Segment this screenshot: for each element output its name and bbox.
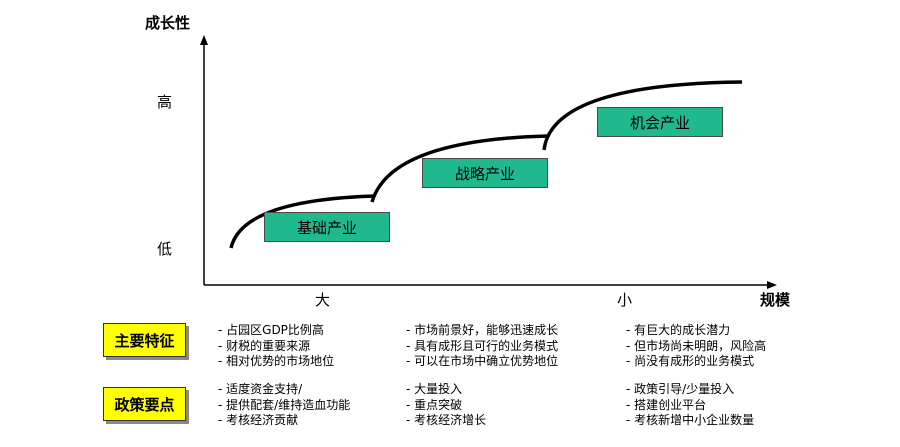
list-item: - 市场前景好，能够迅速成长 xyxy=(406,323,559,337)
row-label-features: 主要特征 xyxy=(103,323,186,357)
list-item: - 相对优势的市场地位 xyxy=(218,354,335,368)
list-item: - 考核新增中小企业数量 xyxy=(626,413,755,427)
x-small-label: 小 xyxy=(617,291,633,309)
curve-basic xyxy=(229,194,376,249)
list-item: - 大量投入 xyxy=(406,382,463,396)
box-strategic-industry: 战略产业 xyxy=(422,158,548,188)
x-axis xyxy=(204,281,777,289)
features-col-basic: - 占园区GDP比例高 - 财税的重要来源 - 相对优势的市场地位 xyxy=(218,323,334,370)
curve-opportunity xyxy=(542,80,743,151)
row-label-policy: 政策要点 xyxy=(103,387,186,421)
y-axis-title: 成长性 xyxy=(145,14,191,32)
list-item: - 财税的重要来源 xyxy=(218,338,311,353)
features-col-strategic: - 市场前景好，能够迅速成长 - 具有成形且可行的业务模式 - 可以在市场中确立… xyxy=(406,323,558,370)
curve-strategic xyxy=(370,134,549,203)
box-basic-industry: 基础产业 xyxy=(264,212,390,242)
list-item: - 搭建创业平台 xyxy=(626,397,707,412)
list-item: - 有巨大的成长潜力 xyxy=(626,323,731,337)
policy-col-opportunity: - 政策引导/少量投入 - 搭建创业平台 - 考核新增中小企业数量 xyxy=(626,382,754,429)
list-item: - 考核经济贡献 xyxy=(218,413,299,427)
y-axis xyxy=(200,35,208,285)
list-item: - 占园区GDP比例高 xyxy=(218,323,324,337)
y-high-label: 高 xyxy=(157,93,173,111)
list-item: - 可以在市场中确立优势地位 xyxy=(406,354,559,368)
list-item: - 具有成形且可行的业务模式 xyxy=(406,338,559,353)
box-opportunity-industry: 机会产业 xyxy=(597,107,723,137)
y-low-label: 低 xyxy=(157,240,173,258)
list-item: - 尚没有成形的业务模式 xyxy=(626,354,755,368)
features-col-opportunity: - 有巨大的成长潜力 - 但市场尚未明朗，风险高 - 尚没有成形的业务模式 xyxy=(626,323,766,370)
growth-diagram xyxy=(200,35,777,289)
x-big-label: 大 xyxy=(315,291,331,309)
list-item: - 考核经济增长 xyxy=(406,413,487,427)
x-axis-title: 规模 xyxy=(760,291,791,309)
list-item: - 但市场尚未明朗，风险高 xyxy=(626,338,767,353)
list-item: - 提供配套/维持造血功能 xyxy=(218,397,351,412)
list-item: - 政策引导/少量投入 xyxy=(626,382,735,396)
policy-col-strategic: - 大量投入 - 重点突破 - 考核经济增长 xyxy=(406,382,486,429)
list-item: - 重点突破 xyxy=(406,397,463,412)
list-item: - 适度资金支持/ xyxy=(218,382,303,396)
policy-col-basic: - 适度资金支持/ - 提供配套/维持造血功能 - 考核经济贡献 xyxy=(218,382,350,429)
